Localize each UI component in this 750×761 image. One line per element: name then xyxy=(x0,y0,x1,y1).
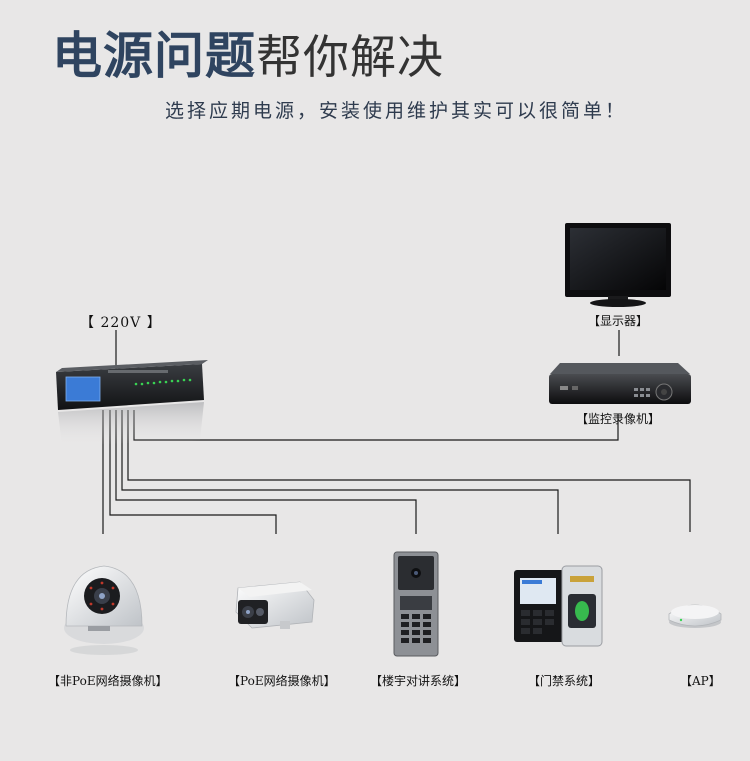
fingerprint-access-icon xyxy=(514,565,603,647)
bullet-camera-label: 【PoE网络摄像机】 xyxy=(228,674,336,688)
monitor-icon xyxy=(565,223,671,307)
psu-display xyxy=(66,377,100,401)
access-control-label: 【门禁系统】 xyxy=(528,674,601,688)
dome-camera-label: 【非PoE网络摄像机】 xyxy=(48,674,168,688)
line-to-nvr xyxy=(133,410,619,441)
line-to-access xyxy=(121,410,559,534)
subheadline: 选择应期电源，安装使用维护其实可以很简单！ xyxy=(165,100,628,122)
line-to-ap xyxy=(127,410,691,532)
power-supply-unit xyxy=(56,360,208,446)
headline: 电源问题帮你解决 xyxy=(52,16,444,88)
nvr-label: 【监控录像机】 xyxy=(576,412,661,426)
bullet-camera-icon xyxy=(235,581,315,629)
headline-light: 帮你解决 xyxy=(256,30,444,84)
intercom-icon xyxy=(393,551,439,657)
nvr-icon xyxy=(549,363,691,404)
line-to-bullet xyxy=(109,410,277,534)
headline-bold: 电源问题 xyxy=(52,27,256,85)
psu-indicator-leds xyxy=(134,378,192,386)
intercom-label: 【楼宇对讲系统】 xyxy=(370,674,467,688)
dome-camera-icon xyxy=(64,565,144,655)
ap-label: 【AP】 xyxy=(680,674,721,688)
line-to-intercom xyxy=(115,410,417,534)
power-input-label: 【 220V 】 xyxy=(80,315,162,331)
monitor-label: 【显示器】 xyxy=(588,314,649,328)
wireless-ap-icon xyxy=(668,604,722,628)
